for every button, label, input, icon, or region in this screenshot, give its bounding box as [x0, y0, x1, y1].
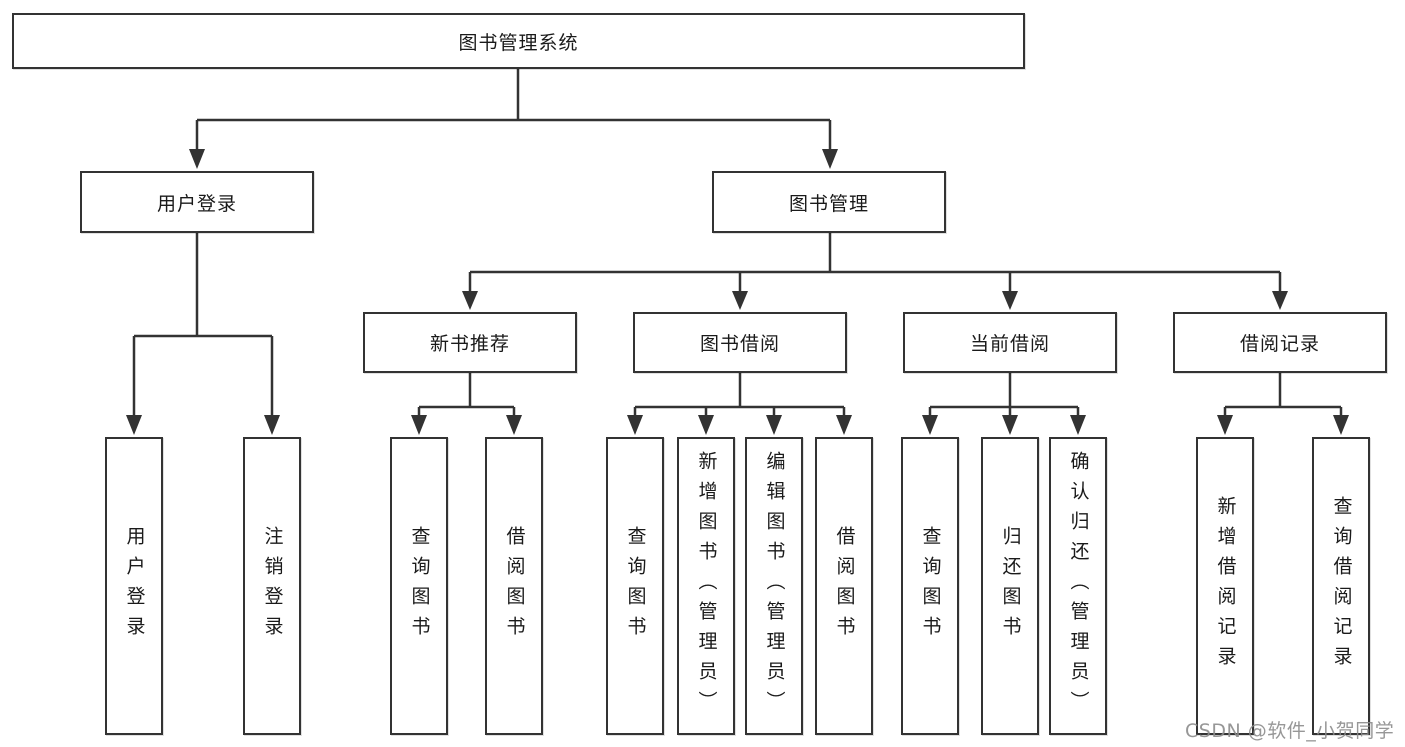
csdn-watermark: CSDN @软件_小贺同学	[1185, 720, 1395, 742]
node-book-borrowing: 图书借阅	[633, 312, 847, 373]
arrow-down-icon	[1002, 291, 1018, 310]
leaf-return-books: 归还图书	[981, 437, 1039, 735]
arrowheads	[126, 149, 1349, 435]
node-label: 新增图书（管理员）	[695, 451, 718, 721]
arrow-down-icon	[698, 415, 714, 435]
tree-edges	[132, 69, 1343, 418]
leaf-borrow-books: 借阅图书	[815, 437, 873, 735]
arrow-down-icon	[836, 415, 852, 435]
leaf-query-books-borrowing: 查询图书	[606, 437, 664, 735]
node-label: 注销登录	[261, 526, 284, 646]
arrow-down-icon	[766, 415, 782, 435]
node-label: 编辑图书（管理员）	[763, 451, 786, 721]
arrow-down-icon	[627, 415, 643, 435]
leaf-confirm-return-admin: 确认归还（管理员）	[1049, 437, 1107, 735]
arrow-down-icon	[411, 415, 427, 435]
node-label: 新增借阅记录	[1214, 496, 1237, 676]
arrow-down-icon	[1217, 415, 1233, 435]
node-label: 查询图书	[408, 526, 431, 646]
node-label: 查询借阅记录	[1330, 496, 1353, 676]
arrow-down-icon	[822, 149, 838, 169]
node-new-book-recommendation: 新书推荐	[363, 312, 577, 373]
node-label: 用户登录	[156, 192, 237, 215]
node-user-login-branch: 用户登录	[80, 171, 314, 233]
node-current-borrowing: 当前借阅	[903, 312, 1117, 373]
leaf-query-borrow-record: 查询借阅记录	[1312, 437, 1370, 735]
node-label: 查询图书	[624, 526, 647, 646]
node-label: 图书管理	[788, 192, 869, 215]
arrow-down-icon	[1333, 415, 1349, 435]
arrow-down-icon	[1272, 291, 1288, 310]
node-label: 用户登录	[123, 526, 146, 646]
leaf-query-books-current: 查询图书	[901, 437, 959, 735]
arrow-down-icon	[1002, 415, 1018, 435]
leaf-borrow-books-recommend: 借阅图书	[485, 437, 543, 735]
node-label: 新书推荐	[429, 333, 510, 355]
arrow-down-icon	[264, 415, 280, 435]
leaf-user-login: 用户登录	[105, 437, 163, 735]
node-label: 归还图书	[999, 526, 1022, 646]
node-label: 借阅记录	[1239, 333, 1320, 355]
leaf-logout: 注销登录	[243, 437, 301, 735]
leaf-add-books-admin: 新增图书（管理员）	[677, 437, 735, 735]
node-label: 当前借阅	[969, 333, 1050, 355]
node-label: 确认归还（管理员）	[1067, 451, 1090, 721]
arrow-down-icon	[189, 149, 205, 169]
leaf-query-books-recommend: 查询图书	[390, 437, 448, 735]
arrow-down-icon	[126, 415, 142, 435]
node-label: 图书管理系统	[458, 31, 579, 54]
leaf-edit-books-admin: 编辑图书（管理员）	[745, 437, 803, 735]
node-label: 查询图书	[919, 526, 942, 646]
node-label: 借阅图书	[833, 526, 856, 646]
arrow-down-icon	[1070, 415, 1086, 435]
node-label: 借阅图书	[503, 526, 526, 646]
leaf-add-borrow-record: 新增借阅记录	[1196, 437, 1254, 735]
arrow-down-icon	[462, 291, 478, 310]
node-label: 图书借阅	[699, 333, 780, 355]
node-borrowing-records: 借阅记录	[1173, 312, 1387, 373]
node-library-management-system: 图书管理系统	[12, 13, 1025, 69]
arrow-down-icon	[922, 415, 938, 435]
arrow-down-icon	[506, 415, 522, 435]
node-book-management-branch: 图书管理	[712, 171, 946, 233]
arrow-down-icon	[732, 291, 748, 310]
